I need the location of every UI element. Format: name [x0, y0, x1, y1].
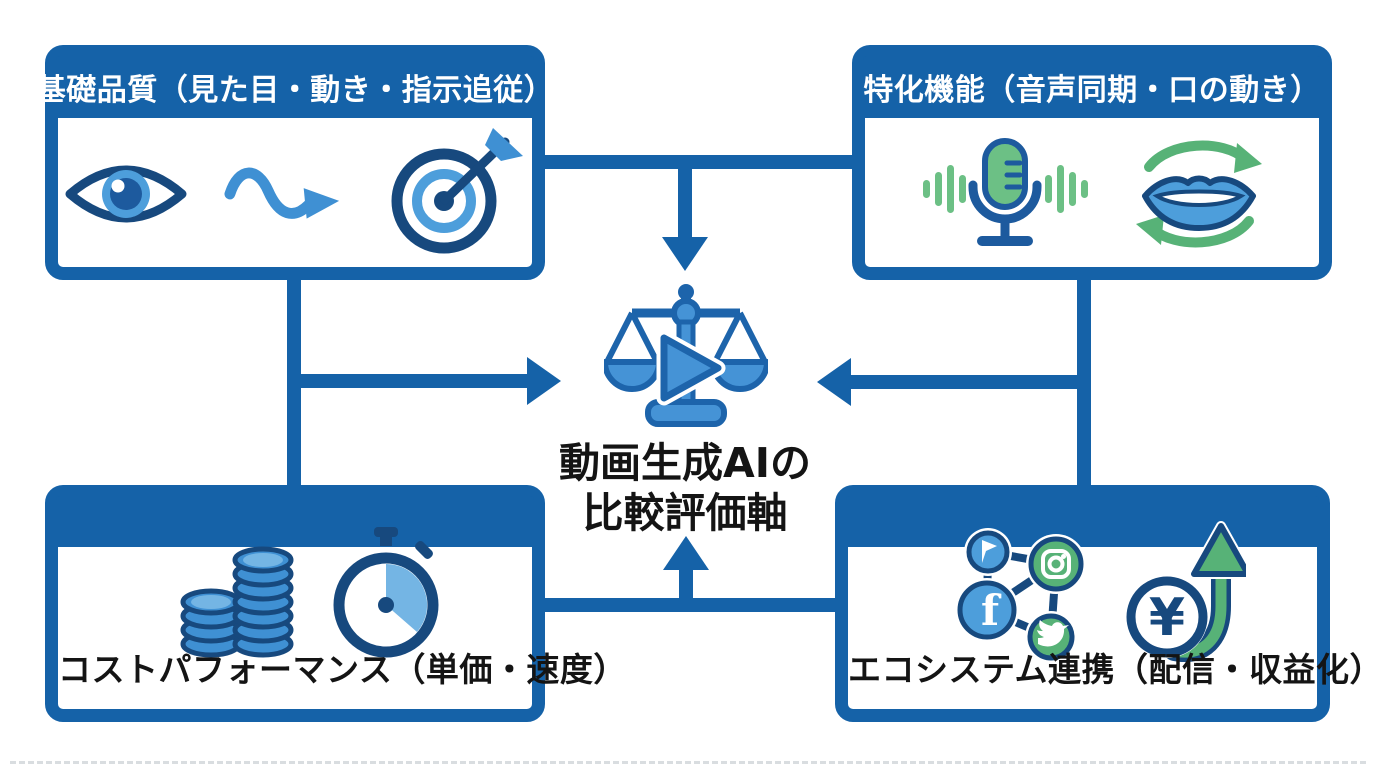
- connector-right-branch: [851, 375, 1085, 389]
- panel-specialized-title: 特化機能（音声同期・口の動き）: [863, 56, 1321, 118]
- arrow-right-icon: [527, 357, 561, 405]
- coin-stacks-icon: [180, 546, 294, 658]
- target-arrow-icon: [391, 128, 523, 254]
- center-title: 動画生成AIの 比較評価軸: [535, 438, 835, 538]
- microphone-audio-waves-icon: [923, 137, 1088, 246]
- yen-symbol: ¥: [1149, 588, 1185, 648]
- connector-top-vertical: [678, 160, 692, 238]
- arrow-down-icon: [662, 237, 708, 271]
- panel-ecosystem-band: [846, 496, 1319, 547]
- facebook-icon: [957, 580, 1017, 640]
- panel-basic-quality-icons: [58, 120, 532, 267]
- panel-basic-quality: 基礎品質（見た目・動き・指示追従）: [36, 45, 554, 280]
- stopwatch-icon: [333, 527, 439, 658]
- arrow-up-icon: [663, 536, 709, 570]
- panel-specialized: 特化機能（音声同期・口の動き）: [852, 45, 1332, 280]
- center-title-line1: 動画生成AIの: [559, 439, 811, 487]
- balance-scale-play-icon: [604, 284, 768, 427]
- panel-cost-performance-title: コストパフォーマンス（単価・速度）: [58, 650, 627, 689]
- connector-bottom-vertical: [679, 568, 693, 600]
- panel-ecosystem: f ¥ エコシステム連携（配信・収益化）: [835, 485, 1376, 722]
- social-network-icon: f: [955, 528, 1086, 662]
- connector-left-branch: [294, 374, 528, 388]
- eye-icon: [65, 165, 186, 222]
- connector-bottom-horizontal: [540, 598, 840, 612]
- arrow-left-icon: [817, 358, 851, 406]
- panel-specialized-icons: [865, 120, 1319, 267]
- panel-ecosystem-title: エコシステム連携（配信・収益化）: [848, 650, 1376, 689]
- panel-basic-quality-title: 基礎品質（見た目・動き・指示追従）: [36, 56, 554, 118]
- bottom-dashed-divider: [10, 761, 1366, 764]
- motion-wave-arrow-icon: [223, 167, 339, 219]
- panel-cost-performance-band: [56, 496, 534, 547]
- panel-cost-performance: コストパフォーマンス（単価・速度）: [45, 485, 627, 722]
- flag-icon: [966, 530, 1010, 574]
- connector-top-horizontal: [540, 155, 858, 169]
- lips-sync-cycle-icon: [1136, 140, 1262, 247]
- yen-growth-arrow-icon: ¥: [1126, 521, 1246, 662]
- instagram-icon: [1028, 536, 1084, 592]
- svg-text:f: f: [981, 586, 1002, 635]
- center-title-line2: 比較評価軸: [582, 489, 788, 537]
